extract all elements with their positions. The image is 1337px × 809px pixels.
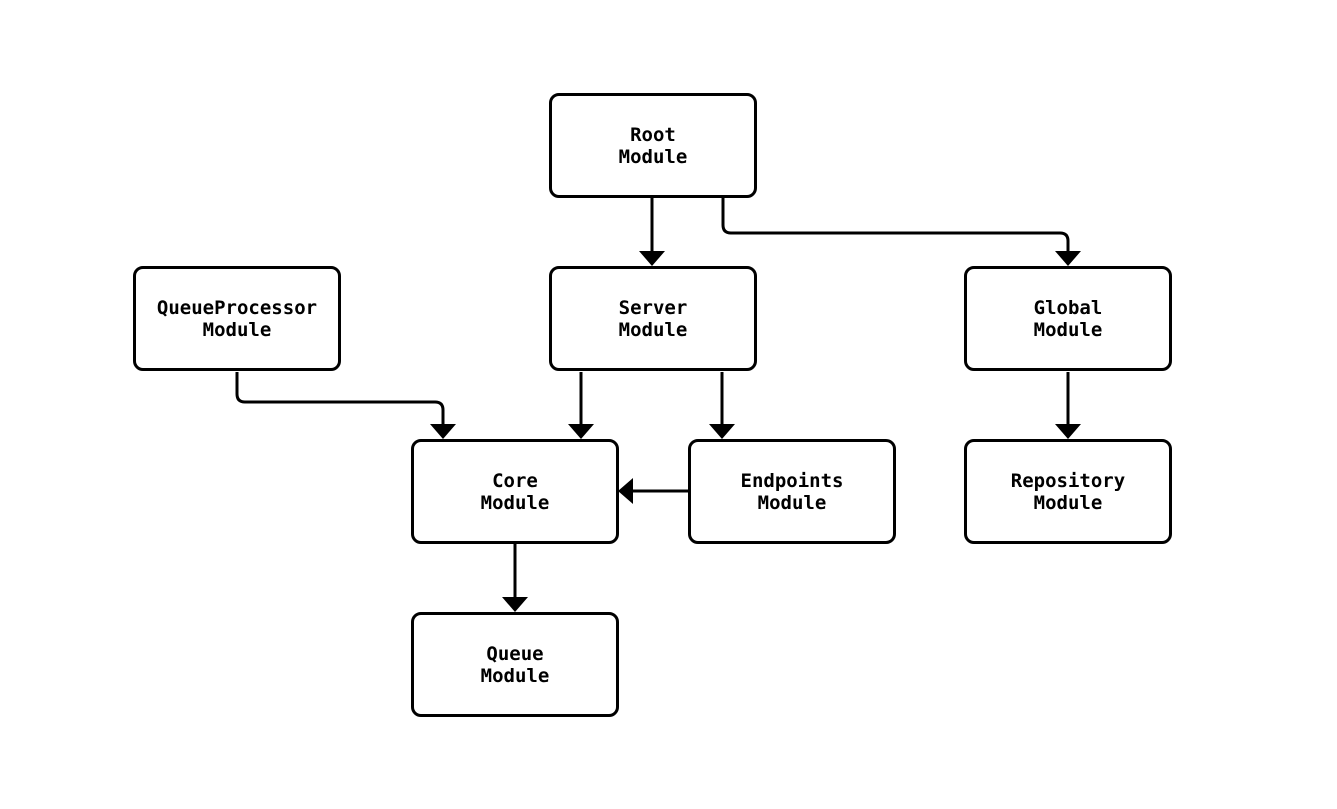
edge-core-to-queue xyxy=(502,544,528,612)
node-label-line: Repository xyxy=(1010,469,1126,492)
node-repository-module: Repository Module xyxy=(964,439,1172,544)
node-label-line: Endpoints xyxy=(740,469,844,492)
node-label-line: Global xyxy=(1033,296,1103,319)
node-root-module: Root Module xyxy=(549,93,757,198)
edge-root-to-global xyxy=(721,198,1081,266)
edge-global-to-repository xyxy=(1055,372,1081,439)
node-label-line: Module xyxy=(480,491,550,514)
node-label-line: Module xyxy=(757,491,827,514)
node-label-line: Module xyxy=(618,318,688,341)
node-label-line: Core xyxy=(492,469,538,492)
node-label-line: Module xyxy=(618,145,688,168)
edge-queueprocessor-to-core xyxy=(235,372,456,439)
edge-server-to-core xyxy=(568,372,594,439)
node-label-line: Root xyxy=(630,123,676,146)
node-label-line: Module xyxy=(202,318,272,341)
node-label-line: QueueProcessor xyxy=(156,296,318,319)
node-core-module: Core Module xyxy=(411,439,619,544)
node-queue-module: Queue Module xyxy=(411,612,619,717)
node-server-module: Server Module xyxy=(549,266,757,371)
edge-endpoints-to-core xyxy=(618,478,688,504)
node-global-module: Global Module xyxy=(964,266,1172,371)
node-label-line: Module xyxy=(1033,491,1103,514)
node-label-line: Server xyxy=(618,296,688,319)
node-queueprocessor-module: QueueProcessor Module xyxy=(133,266,341,371)
edge-root-to-server xyxy=(639,198,665,266)
node-label-line: Module xyxy=(480,664,550,687)
node-label-line: Queue xyxy=(486,642,544,665)
node-endpoints-module: Endpoints Module xyxy=(688,439,896,544)
edge-server-to-endpoints xyxy=(709,372,735,439)
node-label-line: Module xyxy=(1033,318,1103,341)
